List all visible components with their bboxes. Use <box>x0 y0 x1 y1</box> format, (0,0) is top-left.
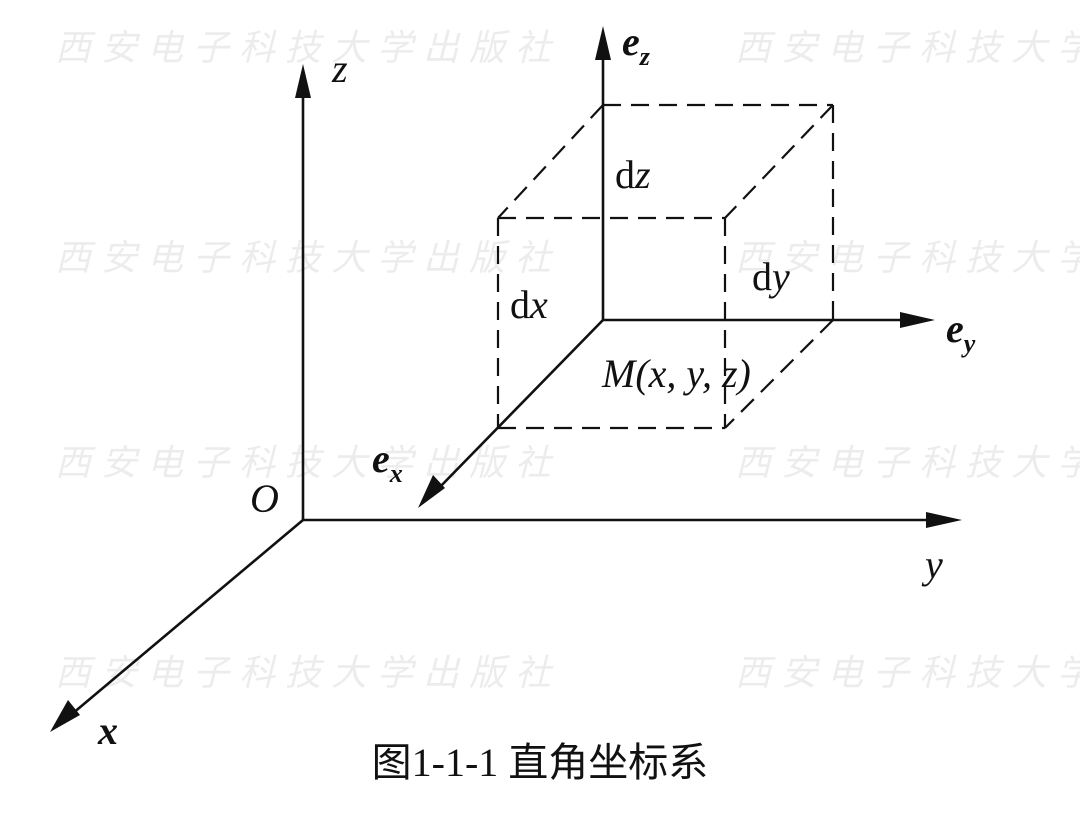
watermark-text: 西安电子科技大学出版社 <box>55 653 561 694</box>
dy-label-d: d <box>752 254 772 299</box>
ey-arrowhead <box>900 312 935 328</box>
x-axis-line <box>71 519 304 715</box>
cube-edge <box>497 104 604 219</box>
z-axis-arrowhead <box>295 64 311 98</box>
point-m-letter: M <box>601 351 638 396</box>
watermark-text: 西安电子科技大学出版社 <box>735 443 1080 484</box>
dx-label-var: x <box>529 282 548 327</box>
dz-label-d: d <box>615 152 635 197</box>
z-axis-label: z <box>331 46 348 91</box>
ex-label-symbol: e <box>372 436 390 481</box>
ez-label-symbol: e <box>622 19 640 64</box>
dz-label-var: z <box>634 152 651 197</box>
watermark-group: 西安电子科技大学出版社 西安电子科技大学出版社 西安电子科技大学出版社 西安电子… <box>55 28 1080 694</box>
point-m-coords: (x, y, z) <box>635 351 751 396</box>
ey-label-subscript: y <box>961 329 976 358</box>
cube-edge <box>724 319 834 429</box>
origin-label: O <box>250 476 279 521</box>
main-axes <box>50 64 962 732</box>
watermark-text: 西安电子科技大学出版社 <box>55 443 561 484</box>
ey-label-symbol: e <box>946 306 964 351</box>
ez-arrowhead <box>595 26 611 60</box>
ey-label: ey <box>946 306 976 358</box>
ex-arrowhead <box>418 475 445 508</box>
ez-label-subscript: z <box>639 42 651 71</box>
dy-label: dy <box>752 254 790 299</box>
ex-label-subscript: x <box>389 459 403 488</box>
dz-label: dz <box>615 152 651 197</box>
watermark-text: 西安电子科技大学出版社 <box>735 238 1080 279</box>
unit-vectors <box>418 26 935 508</box>
ez-label: ez <box>622 19 651 71</box>
dx-label: dx <box>510 282 548 327</box>
dx-label-d: d <box>510 282 530 327</box>
dy-label-var: y <box>768 254 790 299</box>
figure-caption: 图1-1-1 直角坐标系 <box>371 740 709 785</box>
ex-vector-line <box>436 319 604 491</box>
x-axis-arrowhead <box>50 700 80 732</box>
ex-label: ex <box>372 436 403 488</box>
watermark-text: 西安电子科技大学出版社 <box>55 28 561 69</box>
watermark-text: 西安电子科技大学出版社 <box>735 653 1080 694</box>
point-m-label: M(x, y, z) <box>601 351 751 396</box>
volume-element-cube <box>496 103 835 430</box>
x-axis-label: x <box>97 708 118 753</box>
y-axis-label: y <box>921 542 943 587</box>
cube-edge <box>724 104 834 219</box>
y-axis-arrowhead <box>926 512 962 528</box>
watermark-text: 西安电子科技大学出版社 <box>735 28 1080 69</box>
watermark-text: 西安电子科技大学出版社 <box>55 238 561 279</box>
